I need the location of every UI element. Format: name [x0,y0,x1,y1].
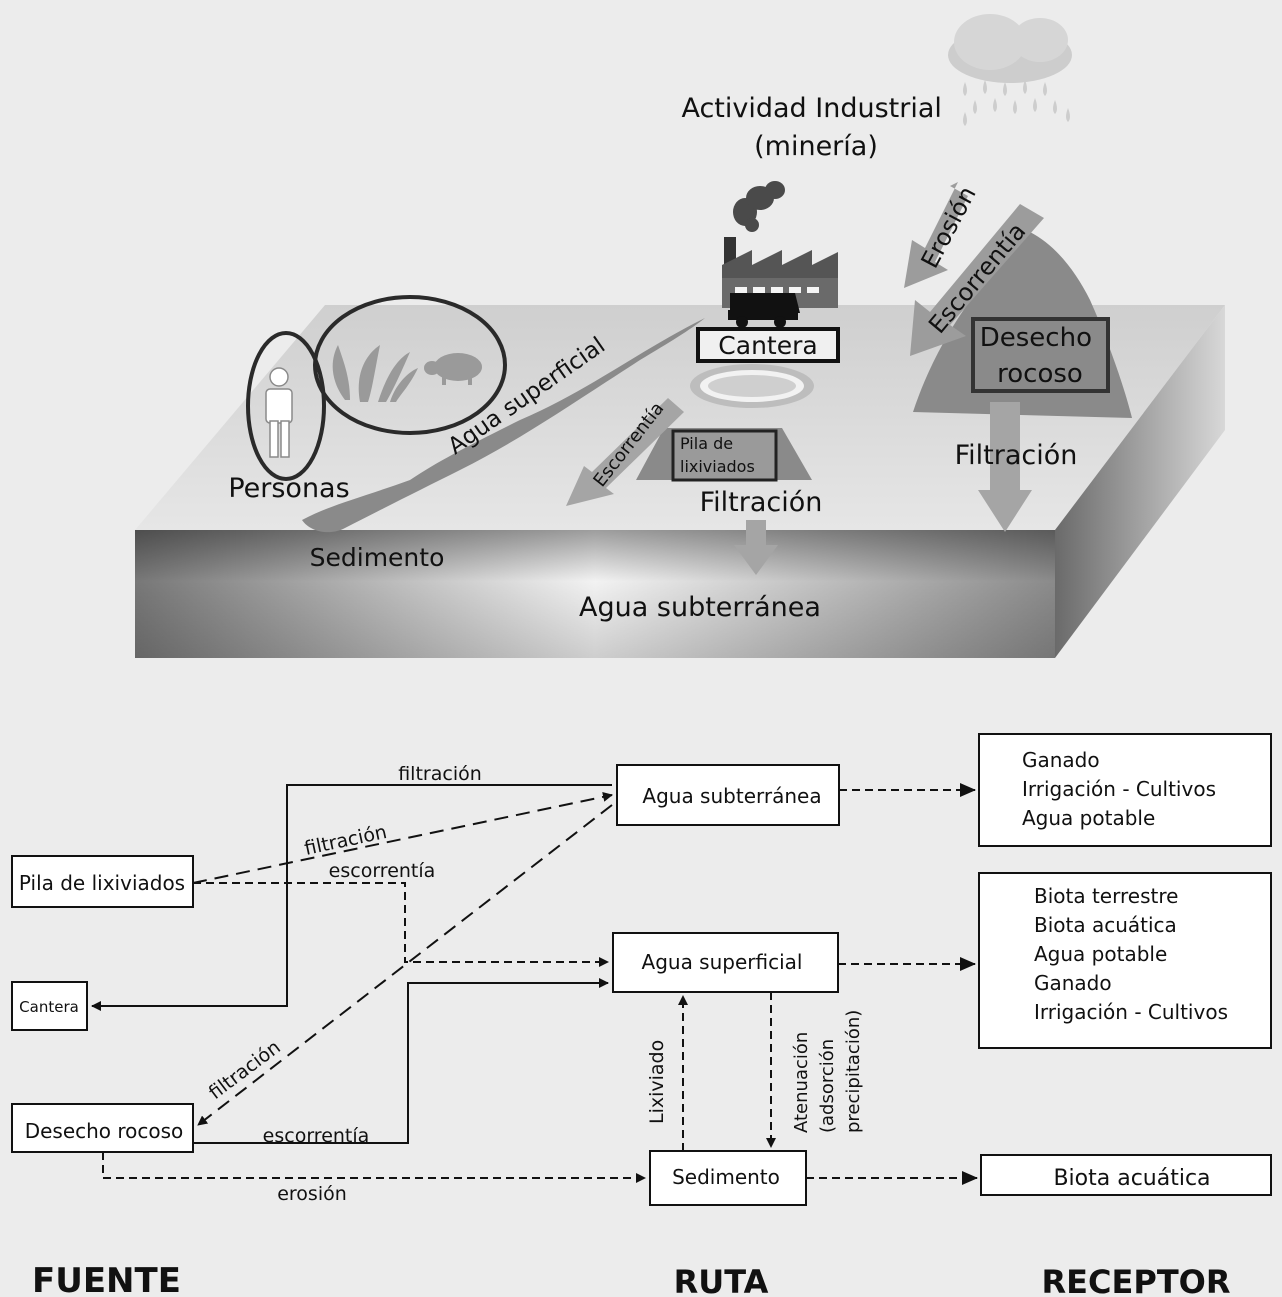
filtration-right-label: Filtración [955,440,1078,471]
receptor-sediment-label: Biota acuática [1053,1166,1210,1191]
heading-source: FUENTE [32,1261,181,1297]
rain-cloud-icon [948,14,1072,126]
source-quarry-box: Cantera [11,981,88,1031]
edge-filtration-rock [197,804,613,1126]
edge-label-filtration-rock: filtración [205,1036,285,1104]
source-rock-waste-box: Desecho rocoso [11,1103,194,1153]
pig-icon [424,353,482,385]
source-rock-waste-label: Desecho rocoso [25,1119,184,1143]
source-quarry-label: Cantera [19,998,79,1016]
erosion-label: Erosión [916,182,982,273]
receptor-surface-water-box: Biota terrestre Biota acuática Agua pota… [978,872,1272,1049]
receptor-surface-water-list: Biota terrestre Biota acuática Agua pota… [1034,884,1228,1024]
route-sediment-box: Sedimento [649,1150,807,1206]
people-label: Personas [228,473,349,504]
receptor-sediment-box: Biota acuática [980,1154,1272,1196]
industrial-activity-label: Actividad Industrial (minería) [681,93,950,162]
edge-label-filtration-pile: filtración [302,821,388,860]
edge-label-leachate: Lixiviado [646,1040,668,1124]
leach-pile: Pila de lixiviados [636,428,812,482]
edge-runoff-rock [193,978,609,1144]
filtration-arrow-center: Filtración [700,487,823,575]
route-sediment-label: Sedimento [672,1165,780,1189]
route-groundwater-label: Agua subterránea [642,784,821,808]
plant-icon [332,345,418,402]
route-surface-water-box: Agua superficial [612,932,839,993]
edge-label-runoff-rock: escorrentía [263,1125,370,1147]
rock-waste-mound: Desecho rocoso [913,232,1132,418]
edge-label-runoff-pile: escorrentía [329,860,436,882]
ground-side-face [1055,305,1225,658]
edge-label-erosion: erosión [277,1183,347,1205]
rock-waste-label: Desecho rocoso [980,323,1101,389]
receptor-groundwater-list: Ganado Irrigación - Cultivos Agua potabl… [1022,748,1222,830]
route-surface-water-label: Agua superficial [642,950,803,974]
quarry-box: Cantera [696,327,840,363]
source-leach-pile-box: Pila de lixiviados [11,855,194,908]
smoke-icon [733,181,785,232]
edge-filtration-quarry [91,784,612,1011]
quarry-label: Cantera [718,331,817,360]
quarry-pit [690,364,814,408]
filtration-arrow-right: Filtración [955,402,1078,532]
edge-erosion-rock [102,1152,646,1183]
sediment-label: Sedimento [310,543,445,572]
heading-receptor: RECEPTOR [1042,1263,1231,1297]
filtration-center-label: Filtración [700,487,823,518]
edge-filtration-pile [192,791,613,884]
person-icon [265,367,293,458]
route-groundwater-box: Agua subterránea [616,764,840,826]
people-circle [246,331,326,481]
edge-label-filtration-top: filtración [398,763,482,785]
edge-runoff-pile [193,882,609,967]
edge-label-attenuation: Atenuación (adsorción precipitación) [791,1010,864,1133]
source-leach-pile-label: Pila de lixiviados [19,871,185,895]
receptor-groundwater-box: Ganado Irrigación - Cultivos Agua potabl… [978,733,1272,847]
leach-pile-label: Pila de lixiviados [680,434,755,476]
mining-truck-icon [728,293,800,328]
biota-livestock-circle [313,295,507,435]
groundwater-label: Agua subterránea [579,592,821,623]
heading-route: RUTA [674,1263,769,1297]
